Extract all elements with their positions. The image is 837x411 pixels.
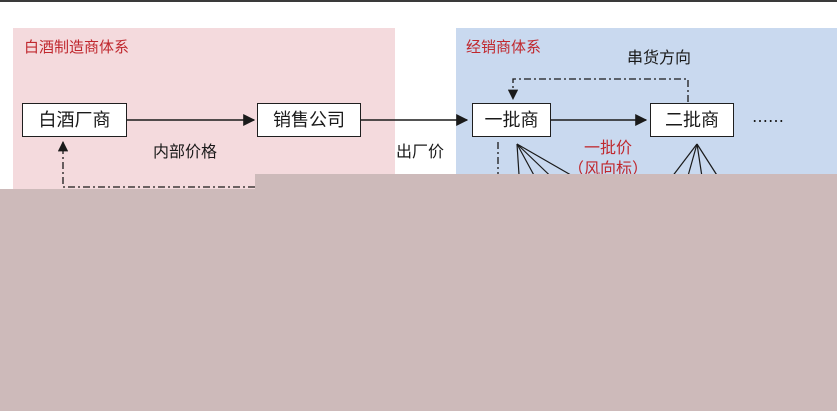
feedback-dashed-arrow: [57, 140, 255, 188]
cross-region-dashed-arrow: [507, 78, 689, 102]
cross-region-label: 串货方向: [627, 48, 692, 67]
first-batch-node: 一批商: [472, 103, 551, 137]
top-rule: [0, 0, 837, 2]
more-ellipsis: ……: [752, 107, 784, 126]
second-batch-node: 二批商: [650, 103, 734, 137]
sales-company-node: 销售公司: [257, 103, 361, 137]
dealer-system-title: 经销商体系: [466, 38, 542, 56]
internal-price-label: 内部价格: [153, 142, 218, 161]
occluding-overlay-notch: [255, 174, 837, 190]
barometer-label: （风向标）: [568, 159, 649, 178]
first-batch-price-label: 一批价: [584, 138, 633, 157]
occluding-overlay: [0, 189, 837, 411]
liquor-system-title: 白酒制造商体系: [24, 38, 130, 56]
factory-price-label: 出厂价: [396, 142, 445, 161]
manufacturer-node: 白酒厂商: [22, 103, 127, 137]
